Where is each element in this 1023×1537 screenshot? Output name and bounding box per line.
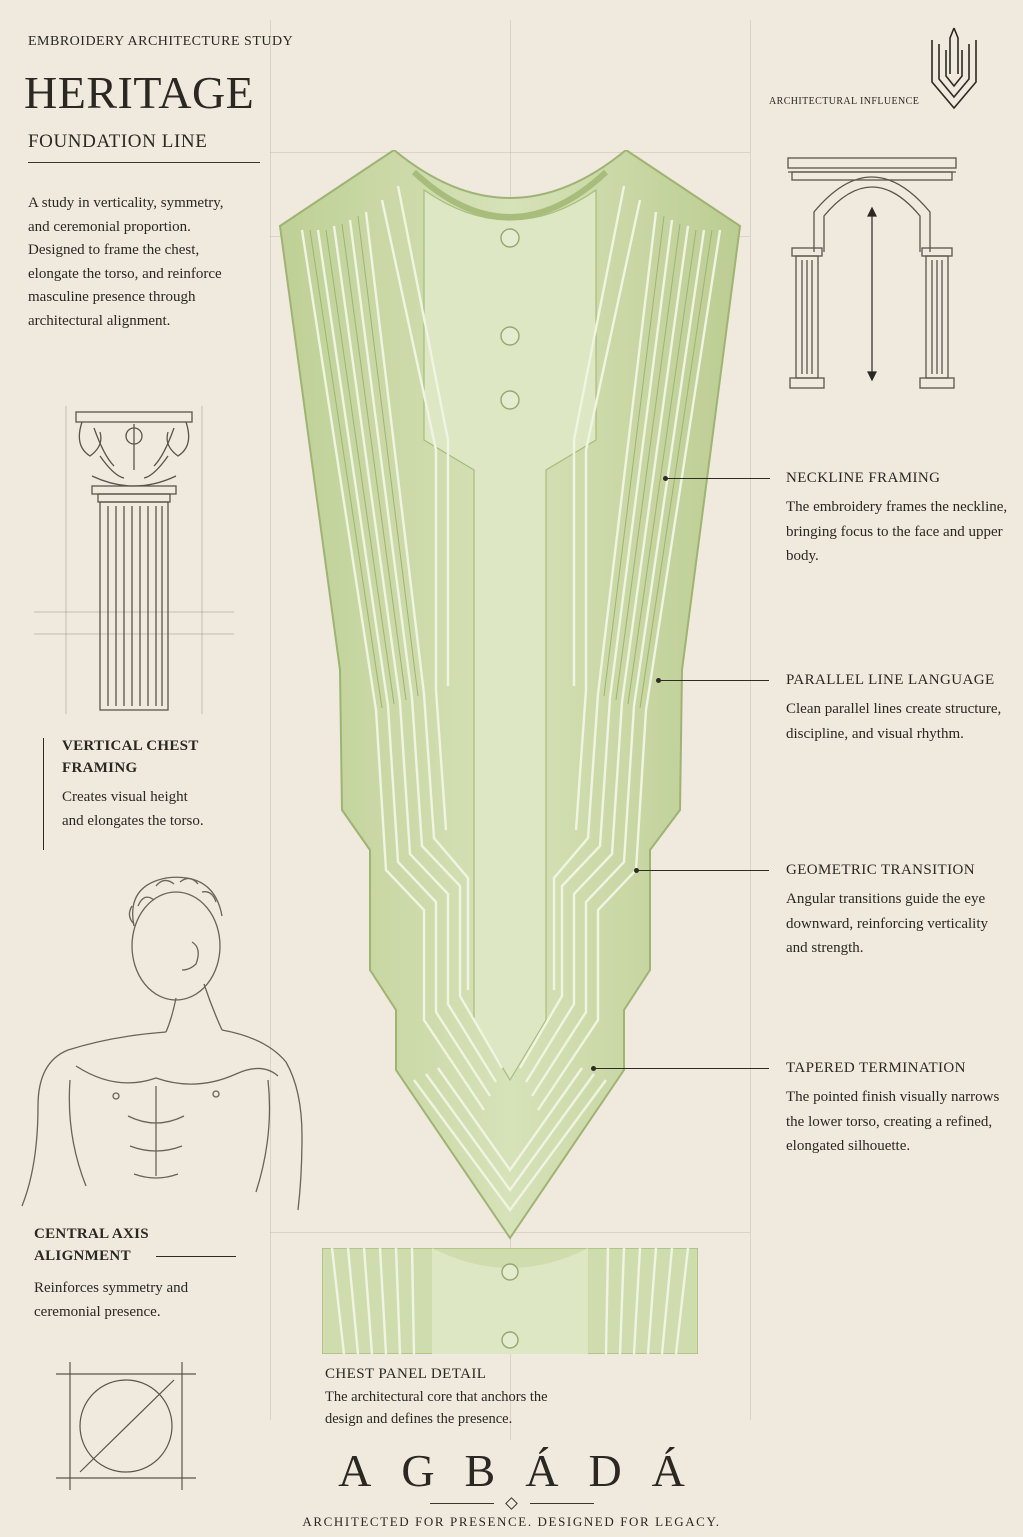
callout-title: PARALLEL LINE LANGUAGE	[786, 672, 995, 688]
vertical-framing-body: Creates visual height and elongates the …	[62, 789, 204, 829]
leader-line	[666, 478, 770, 479]
callout-title: NECKLINE FRAMING	[786, 470, 941, 486]
column-illustration	[34, 406, 234, 714]
callout-title: GEOMETRIC TRANSITION	[786, 862, 975, 878]
agbada-chest-panel-illustration	[278, 150, 742, 1240]
bust-illustration	[21, 876, 303, 1211]
callout-body: The pointed finish visually narrows the …	[786, 1089, 1000, 1154]
axis-alignment-body: Reinforces symmetry and ceremonial prese…	[34, 1280, 189, 1320]
title-divider	[28, 162, 260, 163]
grid-line	[750, 20, 751, 1420]
grid-line	[270, 20, 271, 1420]
detail-title: CHEST PANEL DETAIL	[325, 1366, 487, 1382]
grid-line	[270, 152, 750, 153]
footer-rule-right	[530, 1503, 594, 1504]
chest-panel-detail-swatch	[322, 1248, 698, 1354]
page-title: HERITAGE	[24, 67, 255, 118]
callout-tapered-termination: TAPERED TERMINATION The pointed finish v…	[786, 1060, 1011, 1159]
vertical-framing-title: VERTICAL CHEST FRAMING	[62, 738, 199, 776]
diamond-ornament-icon	[505, 1497, 518, 1510]
leader-line	[659, 680, 769, 681]
axis-leader-line	[156, 1256, 236, 1257]
proportion-diagram-icon	[56, 1362, 196, 1490]
callout-neckline-framing: NECKLINE FRAMING The embroidery frames t…	[786, 470, 1011, 569]
leader-line	[637, 870, 769, 871]
arch-illustration	[787, 157, 957, 389]
leader-dot	[591, 1066, 596, 1071]
callout-body: The embroidery frames the neckline, brin…	[786, 499, 1008, 564]
brand-tagline: ARCHITECTED FOR PRESENCE. DESIGNED FOR L…	[302, 1514, 721, 1529]
callout-geometric-transition: GEOMETRIC TRANSITION Angular transitions…	[786, 862, 1011, 961]
callout-parallel-line-language: PARALLEL LINE LANGUAGE Clean parallel li…	[786, 672, 1011, 746]
callout-title: TAPERED TERMINATION	[786, 1060, 966, 1076]
callout-bracket	[43, 738, 44, 850]
influence-label: ARCHITECTURAL INFLUENCE	[769, 96, 920, 107]
leader-dot	[656, 678, 661, 683]
eyebrow-label: EMBROIDERY ARCHITECTURE STUDY	[28, 34, 294, 49]
detail-body: The architectural core that anchors the …	[325, 1389, 548, 1427]
leader-dot	[634, 868, 639, 873]
leader-dot	[663, 476, 668, 481]
monogram-logo-icon	[931, 27, 977, 110]
intro-text: A study in verticality, symmetry, and ce…	[28, 195, 224, 329]
brand-wordmark: AGBÁDÁ	[338, 1445, 715, 1496]
leader-line	[594, 1068, 769, 1069]
footer-rule-left	[430, 1503, 494, 1504]
callout-body: Angular transitions guide the eye downwa…	[786, 891, 989, 956]
page-subtitle: FOUNDATION LINE	[28, 131, 208, 152]
garment-button-icon	[500, 228, 520, 410]
axis-alignment-title: CENTRAL AXIS ALIGNMENT	[34, 1226, 149, 1264]
callout-body: Clean parallel lines create structure, d…	[786, 701, 1002, 742]
